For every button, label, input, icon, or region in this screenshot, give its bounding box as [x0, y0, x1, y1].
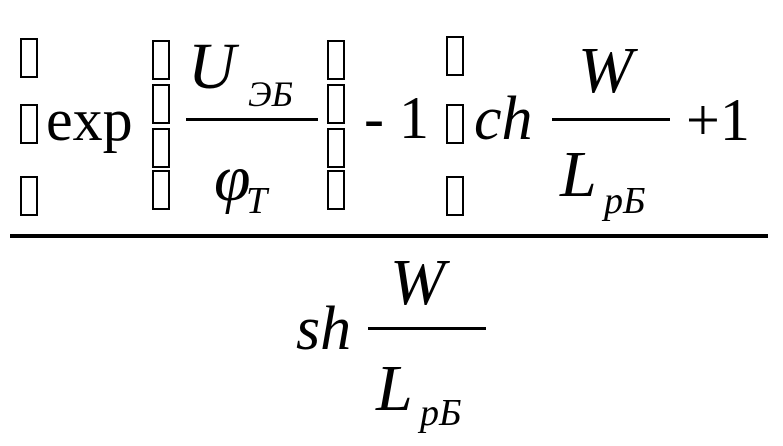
ch-numerator-w: W — [578, 34, 633, 107]
ch-denominator-l: L — [560, 138, 597, 211]
placeholder-box-paren-open-4 — [152, 170, 170, 210]
placeholder-box-paren-close-1 — [327, 40, 345, 80]
placeholder-box-paren-close-2 — [327, 84, 345, 124]
placeholder-box-left-bottom — [20, 176, 38, 216]
sh-denominator-l: L — [376, 352, 413, 425]
placeholder-box-paren-open-2 — [152, 84, 170, 124]
voltage-subscript: ЭБ — [248, 74, 293, 114]
placeholder-box-right-mid — [446, 104, 464, 144]
ch-denominator-subscript: рБ — [604, 180, 646, 222]
sh-fraction-bar — [368, 327, 486, 330]
sinh-function: sh — [296, 295, 352, 363]
placeholder-box-right-bottom — [446, 176, 464, 216]
phi-symbol: φ — [214, 142, 251, 215]
main-fraction-bar — [10, 234, 768, 238]
placeholder-box-paren-open-3 — [152, 128, 170, 168]
inner-fraction-bar — [186, 118, 318, 121]
plus-one-term: +1 — [686, 87, 750, 153]
placeholder-box-paren-close-4 — [327, 170, 345, 210]
minus-one-term: - 1 — [364, 85, 429, 151]
voltage-symbol: U — [188, 30, 236, 103]
ch-fraction-bar — [552, 118, 670, 121]
sh-numerator-w: W — [390, 246, 445, 319]
placeholder-box-paren-close-3 — [327, 128, 345, 168]
placeholder-box-left-mid — [20, 104, 38, 144]
placeholder-box-paren-open-1 — [152, 40, 170, 80]
sh-denominator-subscript: рБ — [420, 392, 462, 434]
placeholder-box-right-top — [446, 36, 464, 76]
exp-function: exp — [46, 87, 133, 153]
placeholder-box-left-top — [20, 38, 38, 78]
phi-subscript: T — [246, 180, 268, 222]
cosh-function: ch — [474, 85, 533, 153]
